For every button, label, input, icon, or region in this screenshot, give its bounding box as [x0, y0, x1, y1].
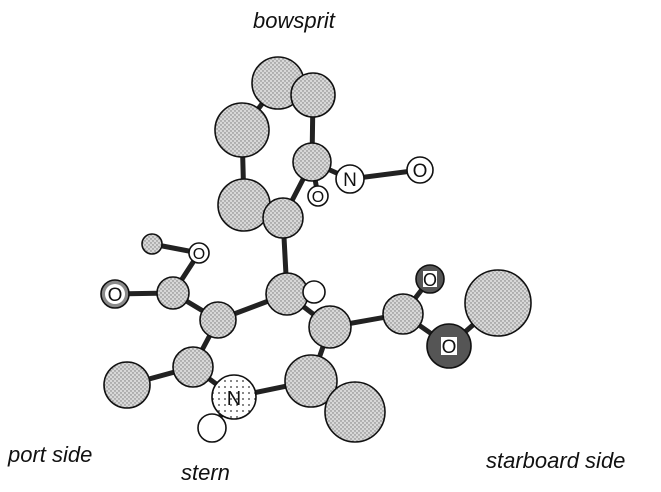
carbon-atom [103, 361, 151, 409]
nitrogen-symbol: N [343, 170, 357, 191]
carbon-atom [265, 272, 309, 316]
carbon-atom [464, 269, 532, 337]
carbon-atom [199, 301, 237, 339]
carbon-atom [172, 346, 214, 388]
oxygen-symbol: O [193, 246, 205, 263]
ring-nitrogen: N [211, 374, 257, 420]
right-ester-oxygens: O O [415, 264, 472, 369]
carbon-atom [214, 102, 270, 158]
carbon-atom [290, 72, 336, 118]
oxygen-atom [406, 156, 434, 184]
carbon-atom [284, 354, 338, 408]
carbon-atom [262, 197, 304, 239]
oxygen-symbol: O [442, 337, 457, 358]
nitro-group: N O O [307, 156, 434, 207]
oxygen-symbol: O [108, 285, 123, 306]
nitrogen-atom [335, 164, 365, 194]
carbon-atom [308, 305, 352, 349]
oxygen-atom-core [105, 284, 125, 304]
hydrogen-atom [197, 413, 227, 443]
left-ester-oxygens: O O [100, 242, 210, 309]
label-starboard-side: starboard side [486, 448, 626, 473]
oxygen-symbol: O [413, 161, 428, 182]
atoms [103, 56, 532, 443]
carbon-atom [324, 381, 386, 443]
carbon-atom [156, 276, 190, 310]
nitrogen-symbol: N [227, 388, 241, 410]
oxygen-atom [307, 185, 329, 207]
carbon-atom [141, 233, 163, 255]
carbon-atom [217, 178, 271, 232]
oxygen-atom [188, 242, 210, 264]
carbon-atom [292, 142, 332, 182]
hydrogen-atom [302, 280, 326, 304]
oxygen-symbol: O [423, 270, 437, 290]
carbon-atom [382, 293, 424, 335]
nitrogen-atom [211, 374, 257, 420]
label-stern: stern [181, 460, 230, 485]
oxygen-symbol: O [312, 189, 324, 206]
label-bowsprit: bowsprit [253, 8, 335, 33]
label-port-side: port side [8, 442, 93, 467]
